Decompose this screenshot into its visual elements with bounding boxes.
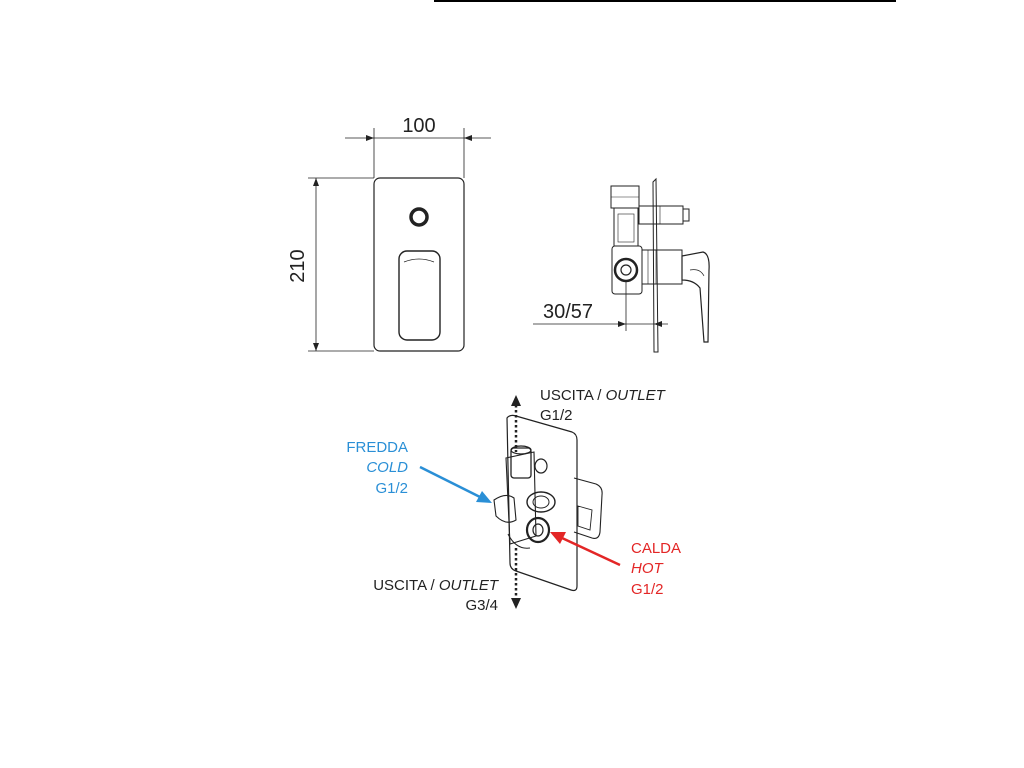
width-arrow-right [464, 135, 472, 141]
outlet-bottom-size: G3/4 [465, 597, 498, 614]
depth-dim-text: 30/57 [543, 301, 593, 323]
lever-handle-inner [403, 258, 435, 263]
height-arrow-bottom [313, 343, 319, 351]
front-view: 100 210 [287, 115, 491, 352]
outlet-top-size: G1/2 [540, 407, 573, 424]
hot-label-en: HOT [631, 560, 665, 577]
hot-arrow-head [550, 532, 566, 544]
side-body [613, 207, 639, 247]
iso-plate [506, 414, 578, 592]
cold-arrow-head [476, 491, 492, 503]
width-dim-text: 100 [402, 115, 435, 137]
cold-label-it: FREDDA [346, 439, 408, 456]
hot-label-size: G1/2 [631, 581, 664, 598]
side-diverter-stem [638, 205, 684, 225]
hot-arrow-line [561, 536, 621, 567]
iso-view [419, 395, 621, 609]
outlet-bottom-label: USCITA / OUTLET [373, 577, 500, 594]
lever-handle [398, 250, 441, 341]
front-plate [373, 177, 465, 352]
cold-label-size: G1/2 [375, 480, 408, 497]
outlet-top-arrow [511, 395, 521, 406]
height-arrow-top [313, 178, 319, 186]
side-view: 30/57 [533, 177, 710, 353]
side-lever [681, 251, 710, 343]
hot-label-it: CALDA [631, 540, 681, 557]
height-dim-text: 210 [287, 249, 309, 282]
iso-hot-inlet [525, 516, 551, 544]
outlet-top-label: USCITA / OUTLET [540, 387, 667, 404]
diverter-knob [409, 207, 429, 227]
cold-label-en: COLD [366, 459, 408, 476]
side-inlet-ring [613, 257, 639, 283]
iso-lever [573, 477, 603, 539]
cold-arrow-line [419, 465, 481, 499]
outlet-bottom-arrow [511, 598, 521, 609]
width-arrow-left [366, 135, 374, 141]
side-plate [652, 177, 659, 353]
